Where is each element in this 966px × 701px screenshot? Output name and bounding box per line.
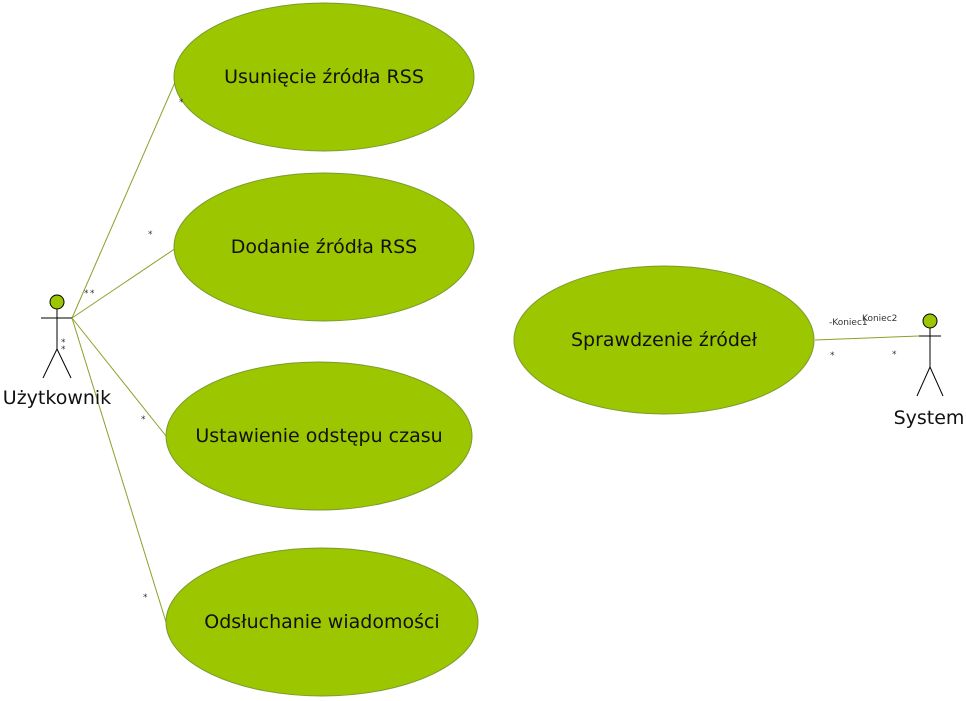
multiplicity-interval-uc: * [141,415,146,425]
multiplicity-check-uc: * [830,351,835,361]
multiplicity-interval-actor: * [61,338,66,348]
use-case-remove-rss-label: Usunięcie źródła RSS [224,66,424,88]
associations [71,79,920,623]
role-end2: Koniec2 [862,314,897,324]
use-case-check-sources-label: Sprawdzenie źródeł [571,329,758,351]
actor-system-head [922,313,938,329]
multiplicity-remove-uc: * [179,98,184,108]
use-case-listen-messages-label: Odsłuchanie wiadomości [204,611,439,633]
association-system-check-sources[interactable] [814,335,920,341]
use-case-listen-messages[interactable]: Odsłuchanie wiadomości [165,547,479,697]
use-case-check-sources[interactable]: Sprawdzenie źródeł [513,265,815,415]
association-user-add-rss[interactable] [71,247,177,319]
use-case-set-interval-label: Ustawienie odstępu czasu [195,425,442,447]
role-names: -Koniec1 Koniec2 [829,314,897,328]
multiplicities: * * * * * * * * * * [61,98,897,603]
actor-user-label: Użytkownik [3,387,111,409]
multiplicity-add-uc: * [148,230,153,240]
multiplicity-remove-actor: * [84,289,89,299]
association-user-set-interval[interactable] [71,317,167,437]
actor-system-label: System [894,407,965,429]
multiplicity-add-actor: * [90,289,95,299]
use-case-set-interval[interactable]: Ustawienie odstępu czasu [165,361,473,511]
use-case-remove-rss[interactable]: Usunięcie źródła RSS [173,2,475,152]
role-end1: -Koniec1 [829,318,868,328]
association-user-listen-messages[interactable] [71,317,167,623]
multiplicity-listen-uc: * [143,593,148,603]
multiplicity-listen-actor: * [61,345,66,355]
use-case-add-rss-label: Dodanie źródła RSS [231,236,417,258]
association-user-remove-rss[interactable] [71,79,177,319]
actor-user-head [49,294,65,310]
actor-system[interactable]: System [894,313,965,429]
use-case-add-rss[interactable]: Dodanie źródła RSS [173,172,475,322]
actor-user[interactable]: Użytkownik [3,294,111,409]
multiplicity-check-actor: * [892,350,897,360]
